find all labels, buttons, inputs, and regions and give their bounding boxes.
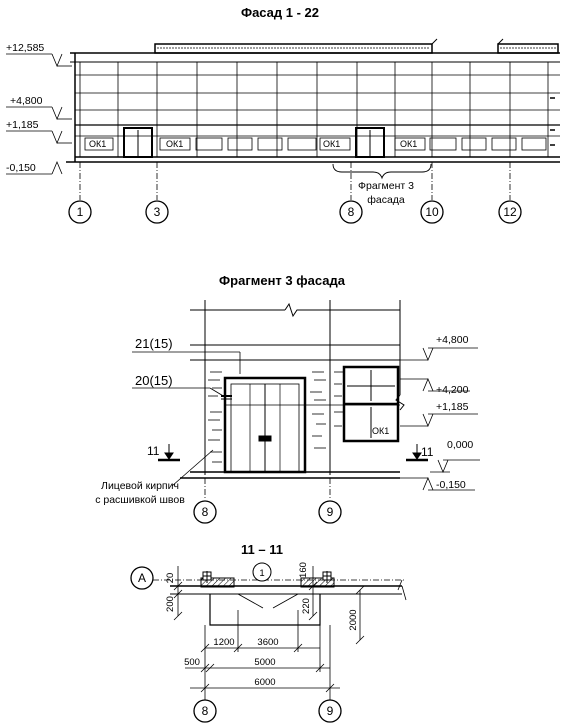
fragment-wall [180, 300, 405, 479]
section-axis-markers [193, 699, 342, 723]
axis-label: 9 [327, 505, 334, 519]
fragment-elevation: Фрагмент 3 фасада [95, 273, 480, 524]
dimension-label: 20 [165, 573, 176, 584]
section-cut-left [158, 444, 180, 462]
fragment-callout: фасада [367, 194, 405, 206]
dimension-label: 1200 [213, 637, 234, 648]
dimension-label: 220 [301, 598, 312, 614]
element-mark: 21(15) [135, 336, 173, 351]
axis-marker [130, 566, 154, 590]
window-strip [84, 137, 547, 151]
material-note: Лицевой кирпич [101, 480, 179, 492]
dimension-label: 3600 [257, 637, 278, 648]
item-label: 1 [259, 568, 264, 579]
level-label: +4,800 [436, 334, 469, 346]
level-label: +4,800 [10, 95, 43, 107]
dimension-label: 200 [165, 596, 176, 612]
dimension-label: 5000 [254, 657, 275, 668]
section-walls [170, 571, 407, 626]
element-mark: 20(15) [135, 373, 173, 388]
section-mark: 11 [147, 444, 160, 458]
section-cut-right [406, 444, 428, 462]
item-marker [252, 562, 272, 582]
material-note: с расшивкой швов [95, 494, 185, 506]
brick-hatching [208, 371, 344, 463]
level-label: 0,000 [447, 439, 473, 451]
axis-label: 1 [77, 205, 84, 219]
section-mark: 11 [421, 445, 434, 459]
facade-doors [123, 127, 385, 158]
fragment-callout-brace [332, 163, 432, 180]
axis-label: 8 [202, 505, 209, 519]
section-horizontal-dims [185, 610, 340, 700]
fragment-level-marks [400, 347, 480, 491]
section-plan: 11 – 11 А 1 [130, 542, 407, 723]
axis-letter: А [138, 571, 146, 585]
dimension-label: 6000 [254, 677, 275, 688]
window-tag: ОК1 [372, 426, 389, 436]
window-tag: ОК1 [400, 139, 417, 149]
window-tag: ОК1 [323, 139, 340, 149]
facade-title: Фасад 1 - 22 [241, 5, 319, 20]
axis-label: 3 [154, 205, 161, 219]
level-label: +4,200 [436, 384, 469, 396]
axis-label: 9 [327, 704, 334, 718]
fragment-window [342, 365, 400, 443]
fragment-axis-markers [193, 500, 342, 524]
axis-label: 8 [202, 704, 209, 718]
fragment-callout: Фрагмент 3 [358, 180, 414, 192]
section-title: 11 – 11 [241, 542, 283, 557]
axis-label: 10 [425, 205, 439, 219]
dimension-label: 160 [298, 562, 309, 578]
level-label: +1,185 [436, 401, 469, 413]
facade-wall [66, 52, 560, 163]
section-vertical-dims [173, 566, 365, 645]
fragment-axis-lines [204, 478, 331, 500]
level-label: +1,185 [6, 119, 39, 131]
level-label: -0,150 [436, 479, 466, 491]
facade-axis-markers [68, 200, 522, 224]
facade-axis-lines [79, 162, 511, 200]
dimension-label: 2000 [348, 609, 359, 630]
facade-elevation: Фасад 1 - 22 [6, 5, 560, 224]
axis-label: 8 [348, 205, 355, 219]
level-label: +12,585 [6, 42, 44, 54]
window-tag: ОК1 [166, 139, 183, 149]
fragment-door [221, 376, 307, 474]
fragment-title: Фрагмент 3 фасада [219, 273, 346, 288]
dimension-label: 500 [184, 657, 200, 668]
axis-label: 12 [503, 205, 517, 219]
note-leader [171, 449, 214, 487]
mark-leaders [132, 351, 241, 398]
level-label: -0,150 [6, 162, 36, 174]
window-tag: ОК1 [89, 139, 106, 149]
facade-level-marks [6, 53, 72, 175]
parapet [154, 38, 559, 54]
